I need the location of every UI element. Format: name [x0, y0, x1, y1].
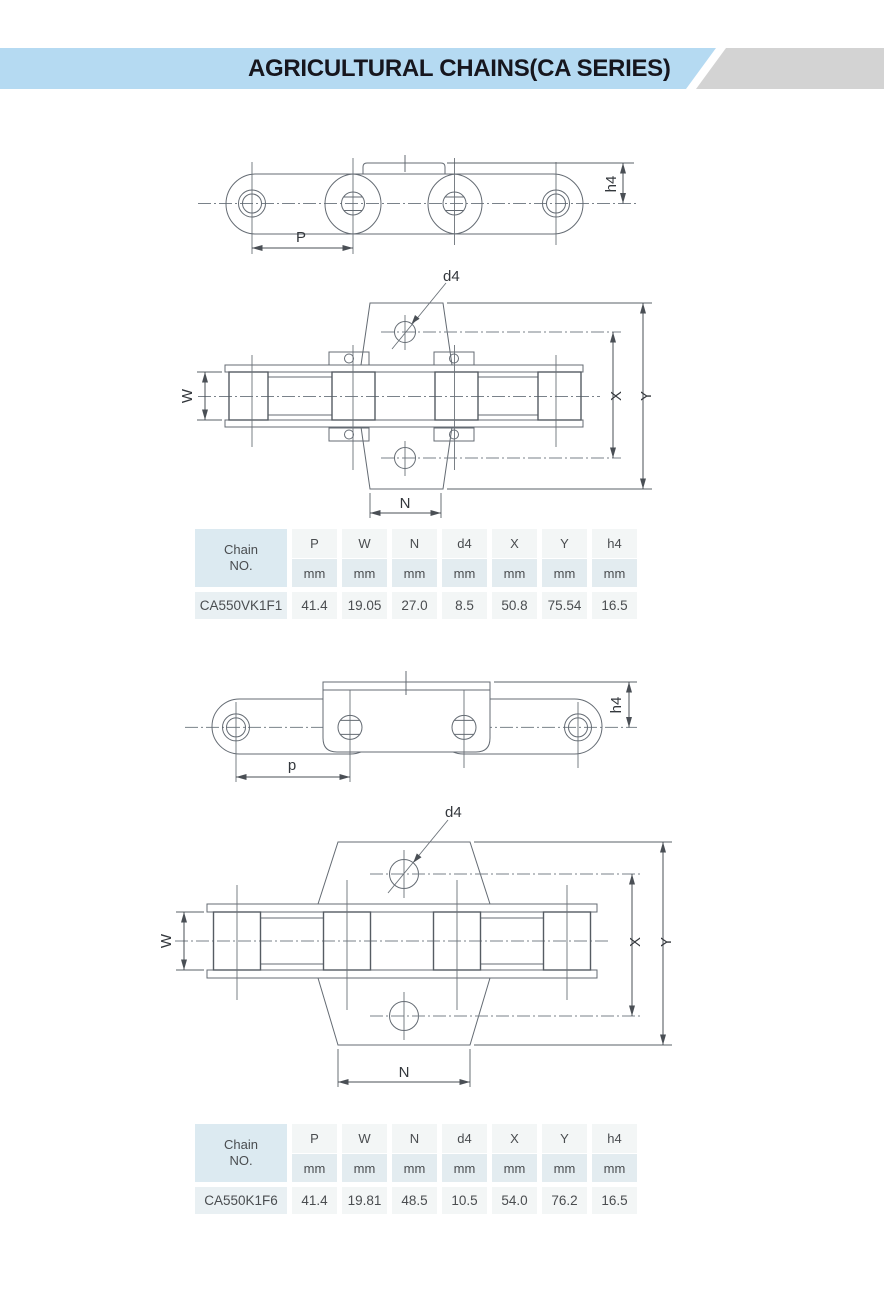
side-view-drawing-2: p h4: [185, 671, 637, 782]
column-header: h4: [592, 1124, 637, 1153]
unit-cell: mm: [592, 1154, 637, 1182]
value-cell: 27.0: [392, 592, 437, 619]
column-header: P: [292, 529, 337, 558]
dim-label-X: X: [608, 391, 625, 401]
top-view-drawing-1: d4 W X Y N: [179, 268, 655, 518]
value-cell: 41.4: [292, 592, 337, 619]
unit-cell: mm: [592, 559, 637, 587]
column-header: N: [392, 1124, 437, 1153]
column-header: X: [492, 529, 537, 558]
unit-cell: mm: [392, 559, 437, 587]
dim-label-W: W: [158, 933, 175, 948]
column-header: d4: [442, 1124, 487, 1153]
value-cell: 19.05: [342, 592, 387, 619]
top-view-drawing-2: d4 W X Y N: [158, 804, 675, 1087]
value-cell: 19.81: [342, 1187, 387, 1214]
side-view-drawing-1: P h4: [198, 155, 636, 254]
value-cell: 10.5: [442, 1187, 487, 1214]
column-header: W: [342, 1124, 387, 1153]
dim-label-Y: Y: [638, 391, 655, 401]
column-header: Y: [542, 1124, 587, 1153]
chain-no-cell: CA550K1F6: [195, 1187, 287, 1214]
unit-cell: mm: [442, 1154, 487, 1182]
unit-cell: mm: [492, 1154, 537, 1182]
column-header: P: [292, 1124, 337, 1153]
value-cell: 16.5: [592, 592, 637, 619]
unit-cell: mm: [342, 559, 387, 587]
unit-cell: mm: [542, 1154, 587, 1182]
unit-cell: mm: [292, 1154, 337, 1182]
dim-label-N: N: [399, 1064, 410, 1081]
unit-cell: mm: [442, 559, 487, 587]
title-banner: [0, 48, 716, 89]
value-cell: 8.5: [442, 592, 487, 619]
unit-cell: mm: [342, 1154, 387, 1182]
page-title: AGRICULTURAL CHAINS(CA SERIES): [248, 55, 671, 82]
dim-label-W: W: [179, 388, 196, 403]
unit-cell: mm: [492, 559, 537, 587]
value-cell: 48.5: [392, 1187, 437, 1214]
value-cell: 50.8: [492, 592, 537, 619]
dim-label-p: p: [288, 757, 296, 774]
unit-cell: mm: [542, 559, 587, 587]
chain-no-cell: CA550VK1F1: [195, 592, 287, 619]
dim-label-h4: h4: [608, 697, 625, 714]
value-cell: 75.54: [542, 592, 587, 619]
column-header: X: [492, 1124, 537, 1153]
value-cell: 76.2: [542, 1187, 587, 1214]
column-header: h4: [592, 529, 637, 558]
value-cell: 54.0: [492, 1187, 537, 1214]
dim-label-d4: d4: [445, 804, 462, 821]
dim-label-P: P: [296, 229, 306, 246]
column-header: Y: [542, 529, 587, 558]
unit-cell: mm: [392, 1154, 437, 1182]
value-cell: 41.4: [292, 1187, 337, 1214]
title-banner-tail: [696, 48, 884, 89]
dim-label-Y: Y: [658, 937, 675, 947]
column-header: W: [342, 529, 387, 558]
column-header: d4: [442, 529, 487, 558]
dim-label-h4: h4: [603, 176, 620, 193]
dim-label-d4: d4: [443, 268, 460, 285]
column-header: N: [392, 529, 437, 558]
dim-label-N: N: [400, 495, 411, 512]
unit-cell: mm: [292, 559, 337, 587]
dim-label-X: X: [627, 937, 644, 947]
value-cell: 16.5: [592, 1187, 637, 1214]
